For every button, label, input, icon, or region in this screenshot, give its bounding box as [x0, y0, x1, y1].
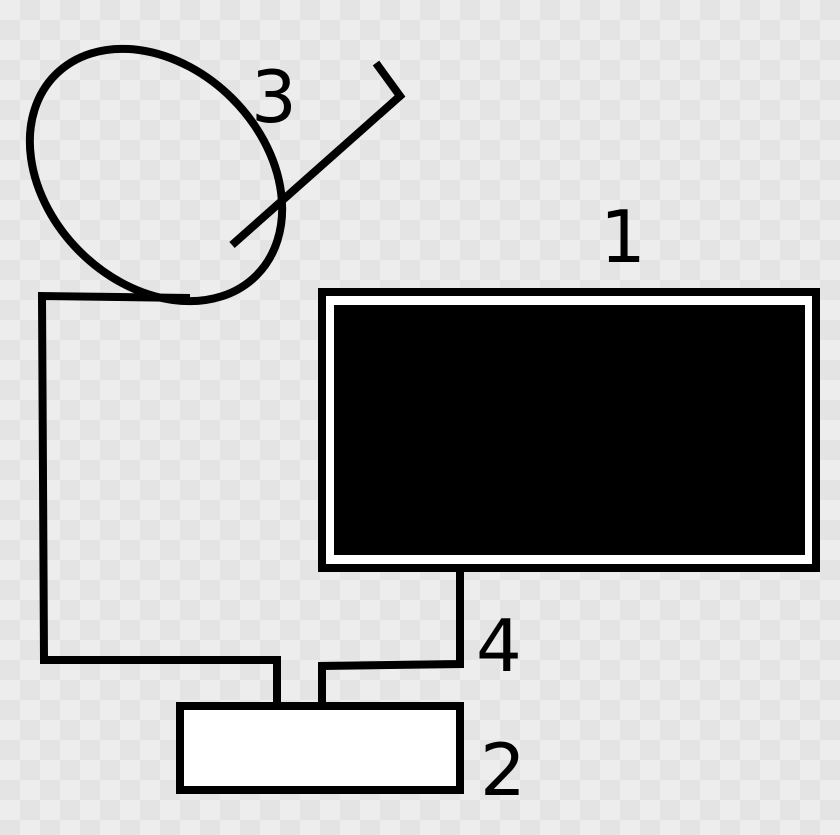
label-tv: 1	[600, 195, 646, 279]
label-receiver: 2	[480, 728, 526, 812]
label-dish: 3	[251, 55, 297, 139]
satellite-dish	[25, 44, 406, 306]
tv-screen	[334, 305, 805, 555]
tv-to-receiver-cable	[318, 568, 464, 705]
dish-to-receiver-cable	[37, 291, 281, 705]
television	[318, 288, 820, 572]
dish-reflector	[25, 44, 287, 306]
receiver-box	[176, 702, 464, 794]
label-cable: 4	[476, 604, 522, 688]
dish-feed-arm	[229, 60, 406, 248]
